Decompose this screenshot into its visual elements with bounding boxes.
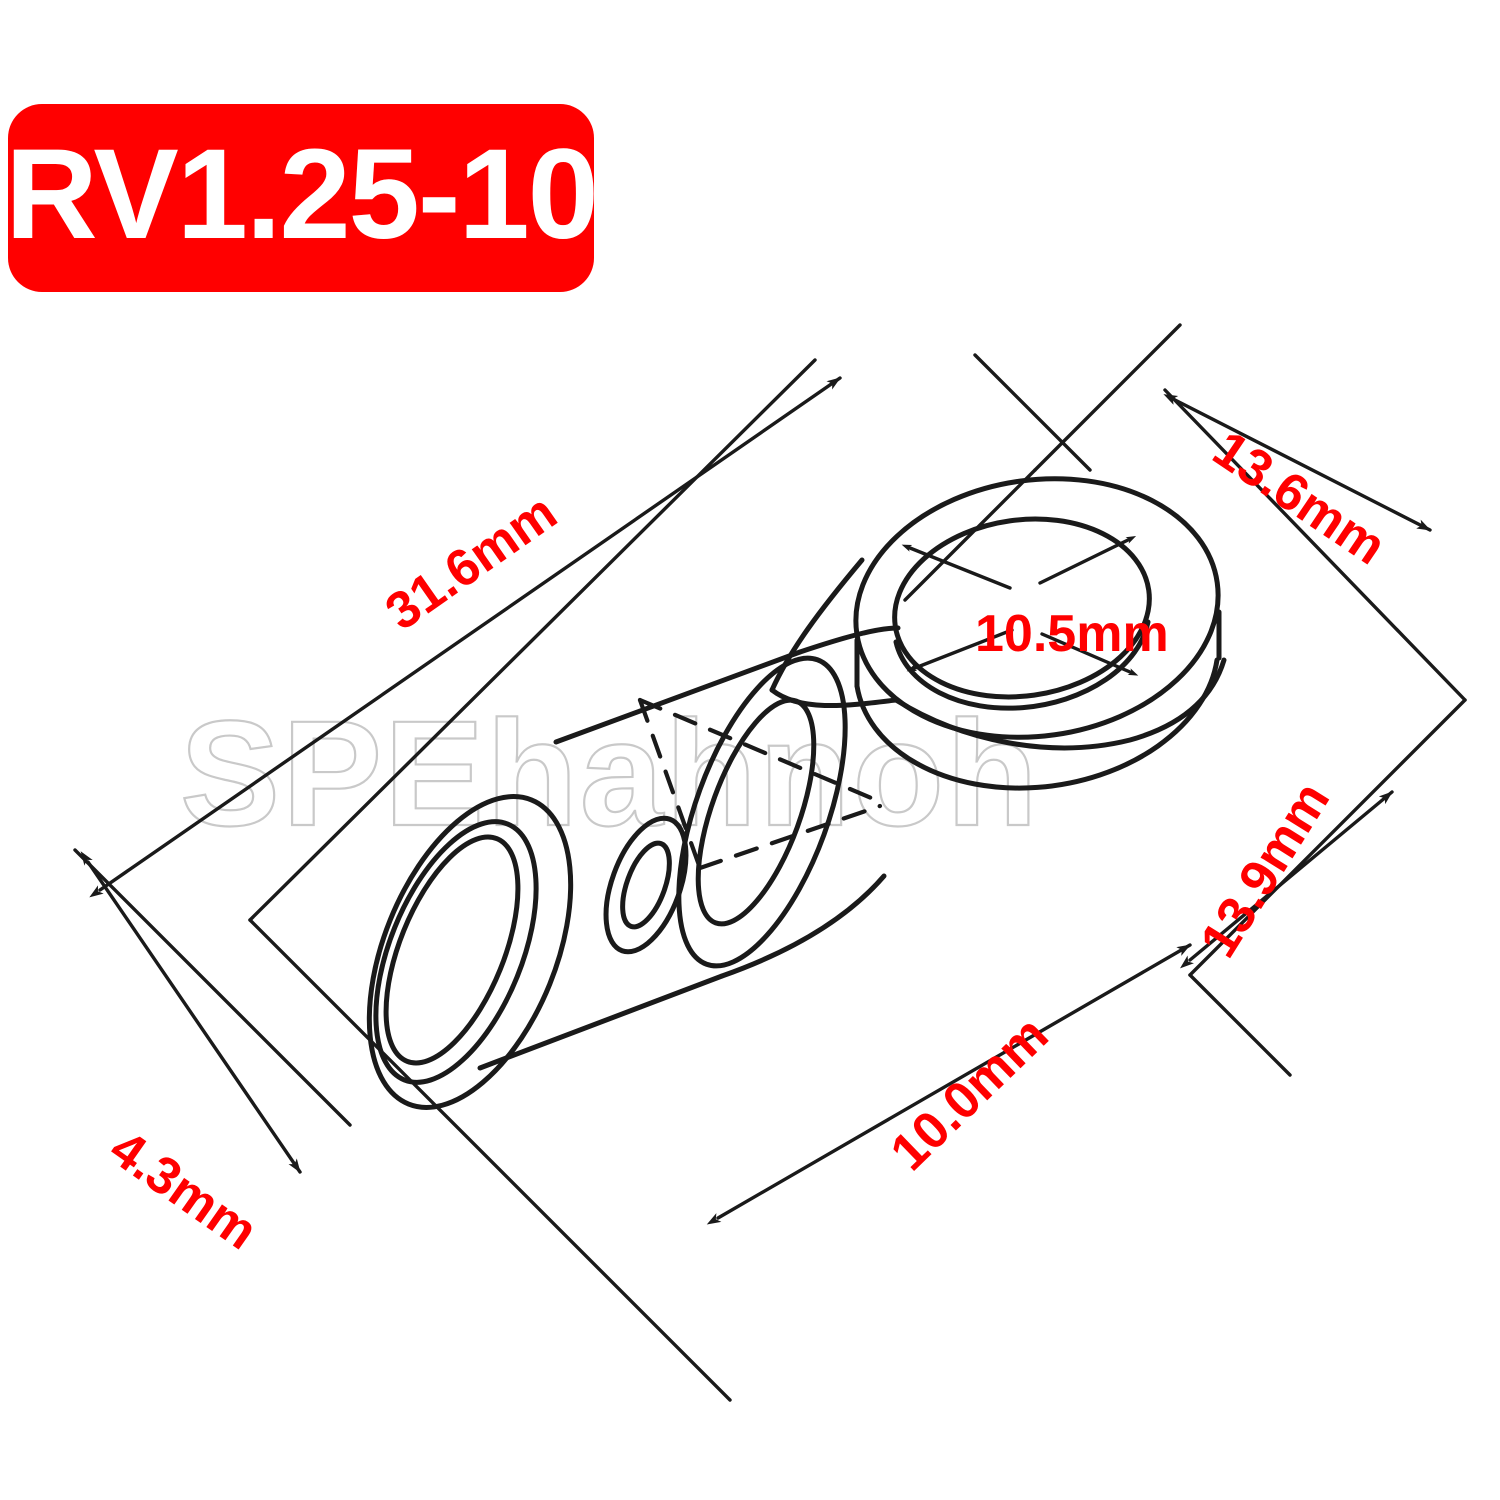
barrel-bore-detail-outer (603, 815, 689, 955)
hidden-lines (637, 697, 883, 871)
extension-line-ring-topleft (973, 353, 1092, 472)
barrel-rear-inner-ellipse (695, 697, 817, 927)
extension-line-br-stub (1188, 973, 1292, 1077)
dimension-line-hole-right-lower (1040, 632, 1139, 676)
terminal-body (366, 476, 1227, 1110)
tongue-lower-edge (893, 657, 1227, 751)
ring-hole-inner-arc (893, 619, 1151, 711)
barrel-front-outer-ellipse (366, 794, 574, 1110)
extension-line-ring-left (903, 468, 1037, 602)
dimension-line-barrel-diameter (80, 851, 302, 1174)
dimension-lines (73, 323, 1467, 1402)
extension-line-ring-top (1033, 323, 1182, 472)
tongue-left-fillet (769, 687, 899, 708)
dimension-line-overall-length (89, 376, 842, 898)
barrel-bore-detail-inner (620, 840, 672, 930)
dimension-line-hole-right-upper (1038, 536, 1137, 585)
watermark: SPEhahnoh (179, 688, 1040, 858)
dimension-label-ring-hole-diameter: 10.5mm (975, 605, 1169, 663)
hidden-line-bore-top (637, 697, 879, 803)
barrel-rear-outer-ellipse (676, 655, 848, 969)
dimension-line-hole-left-lower (906, 628, 1014, 672)
dimension-line-ring-outer-diameter (1163, 394, 1432, 532)
barrel-front-bore-ellipse (383, 834, 521, 1066)
barrel-to-tongue-top (797, 625, 901, 655)
watermark-text: SPEhahnoh (180, 689, 1040, 857)
barrel-bottom-edge (477, 973, 725, 1071)
extension-line-tr (1163, 388, 1467, 702)
part-number-label: RV1.25-10 (5, 123, 599, 266)
tongue-upper-edge (769, 557, 865, 693)
barrel-to-tongue-bottom (719, 873, 887, 979)
dimension-line-ring-width (1180, 790, 1394, 969)
extension-line-bl (248, 918, 732, 1402)
barrel-top-edge (553, 649, 803, 745)
extension-line-left (73, 848, 352, 1127)
hidden-line-bore-bottom (697, 803, 883, 871)
barrel-front-rim-ellipse (373, 819, 539, 1085)
dimension-line-barrel-length (706, 943, 1192, 1225)
part-number-badge: RV1.25-10 (5, 104, 599, 292)
hidden-line-bore-left (637, 697, 703, 871)
ring-outer-bottom-arc (854, 657, 1220, 791)
